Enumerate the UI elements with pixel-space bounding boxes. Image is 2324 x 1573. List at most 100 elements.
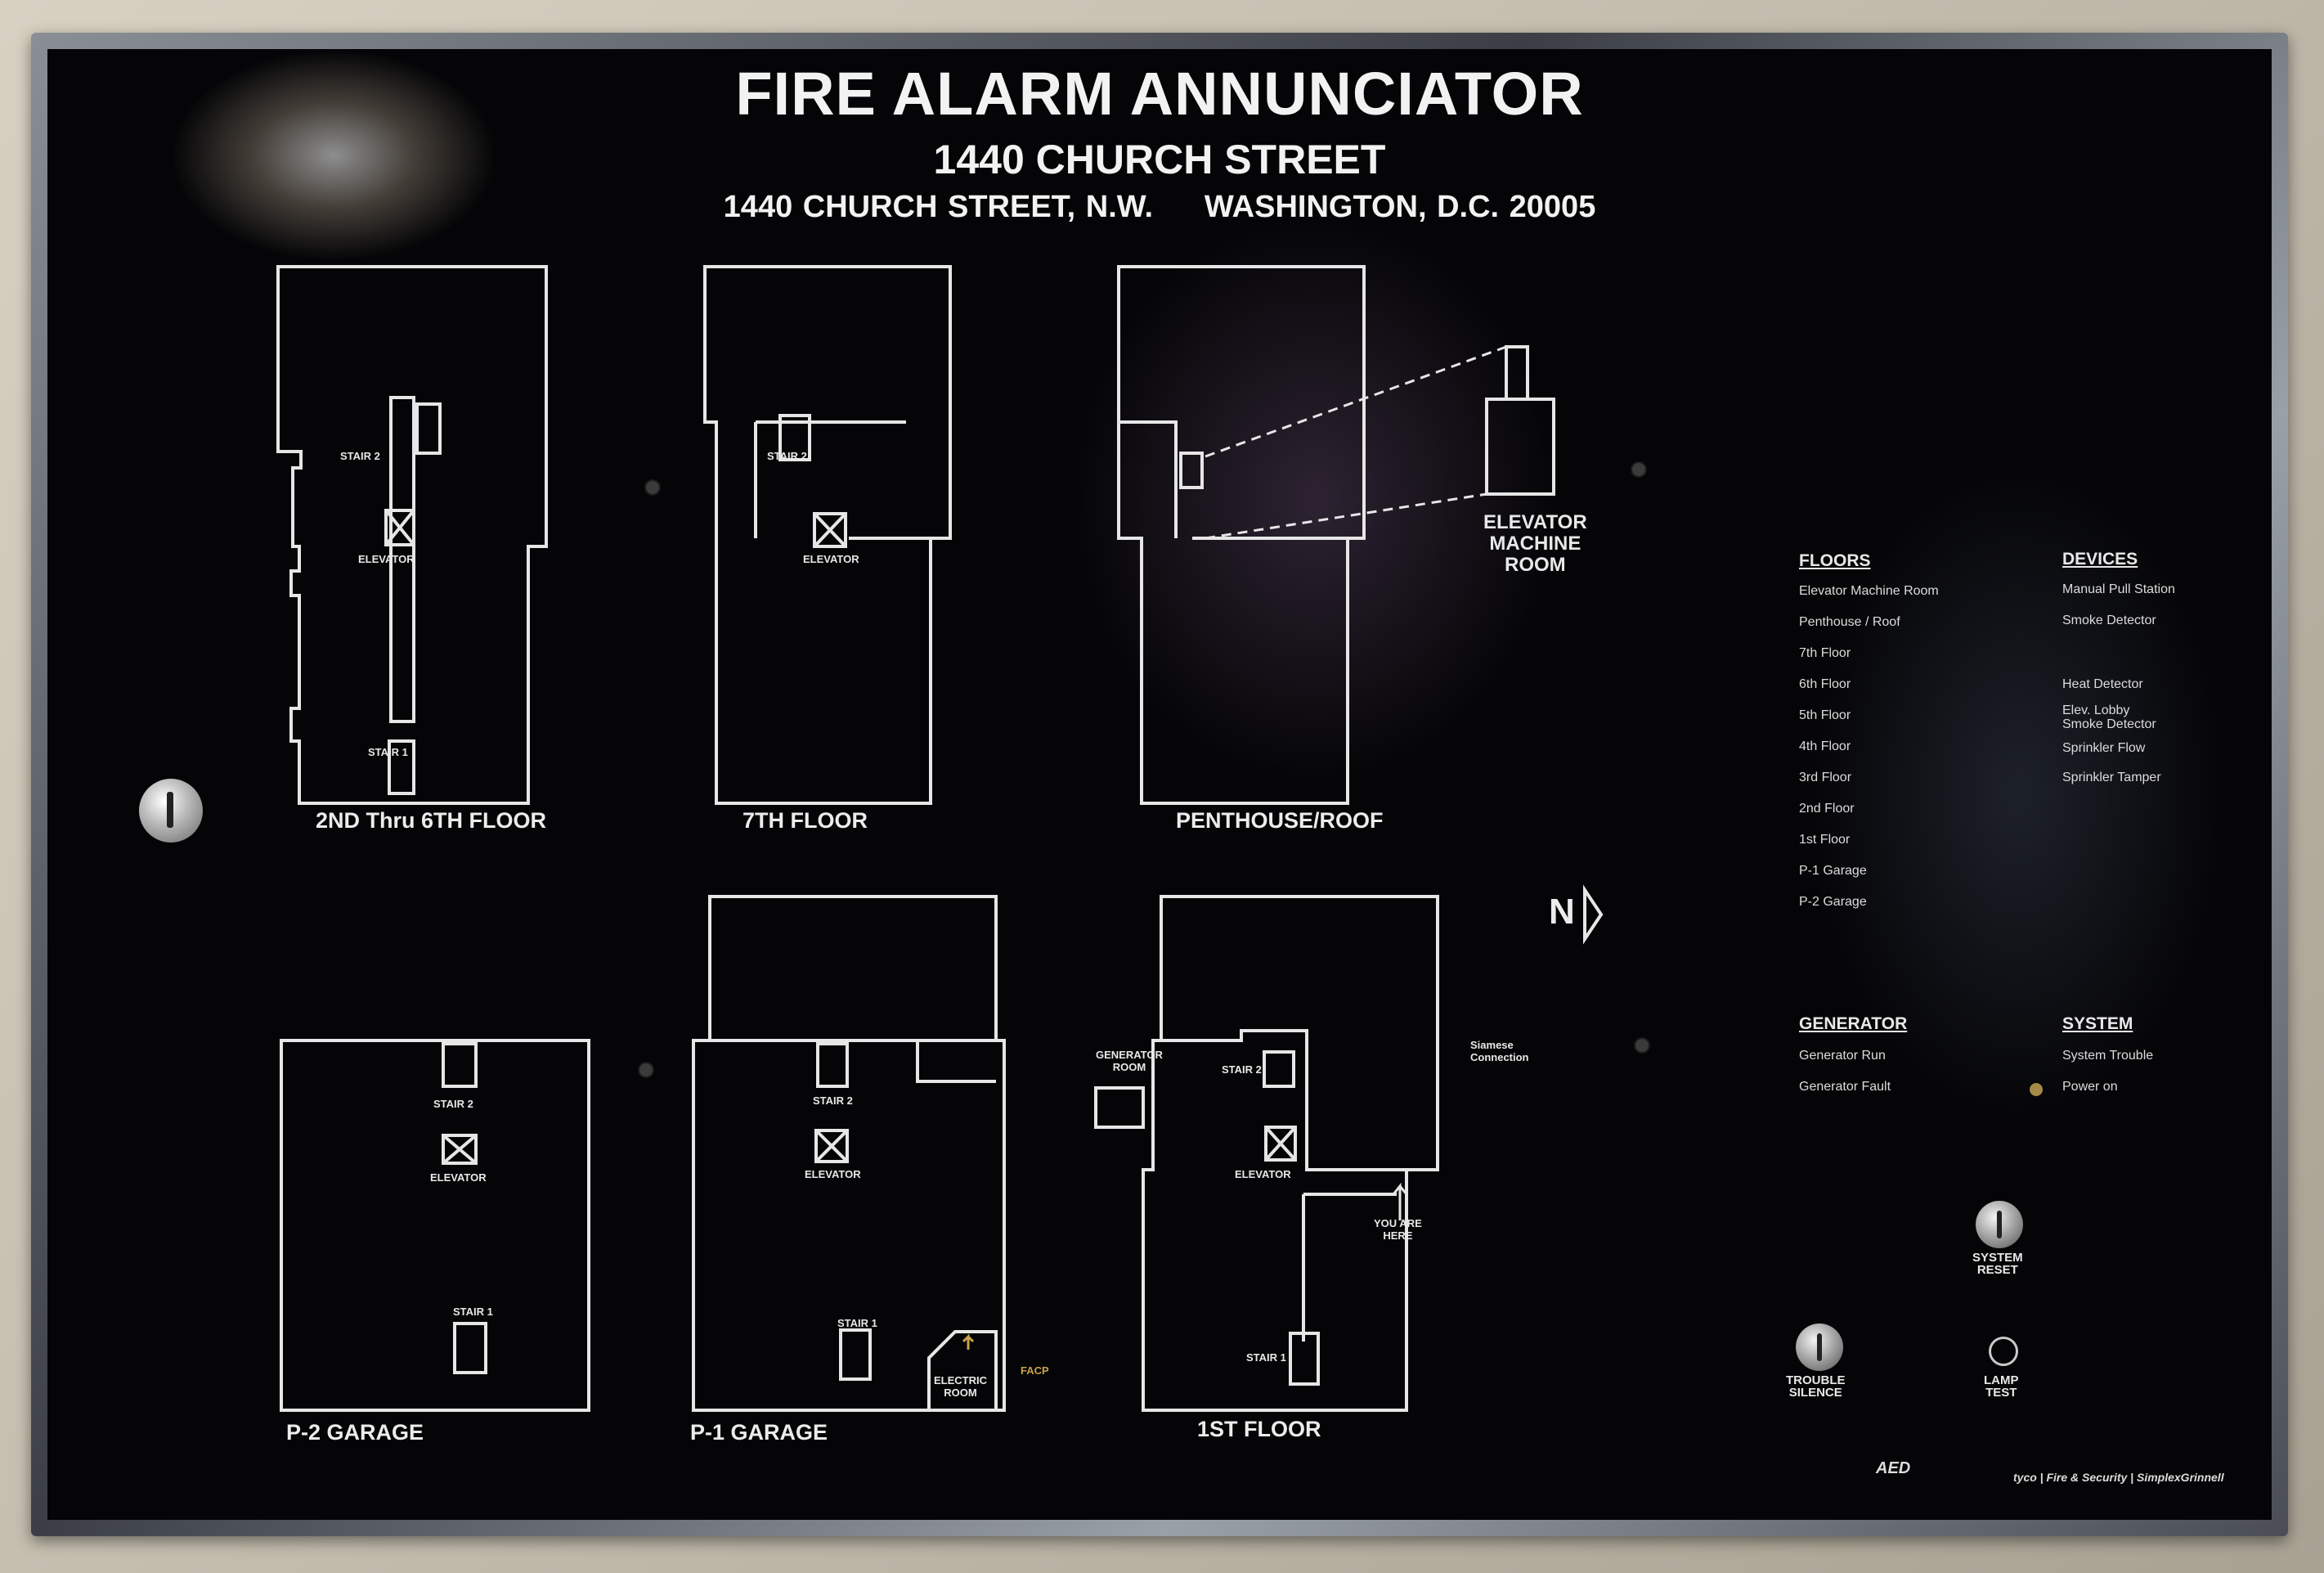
- stair-label: STAIR 2: [1222, 1063, 1262, 1076]
- stair-label: STAIR 2: [340, 450, 380, 462]
- stair-label: STAIR 1: [453, 1306, 493, 1318]
- elevator-label: ELEVATOR: [358, 553, 415, 565]
- stair-box: [778, 414, 811, 461]
- legend-generator-item: Generator Run: [1799, 1049, 1886, 1063]
- elevator-machine-room-label: ELEVATOR MACHINE ROOM: [1483, 511, 1587, 576]
- stair-label: STAIR 2: [813, 1094, 853, 1107]
- elevator-label: ELEVATOR: [1235, 1168, 1291, 1180]
- floor-plan-penthouse-outline: [1117, 265, 1366, 805]
- legend-floor-item: P-1 Garage: [1799, 864, 1867, 878]
- system-reset-keyswitch[interactable]: [1976, 1201, 2023, 1248]
- elevator-label: ELEVATOR: [803, 553, 859, 565]
- tyco-simplexgrinnell-logo: tyco | Fire & Security | SimplexGrinnell: [2013, 1471, 2224, 1484]
- plan-title-p1: P-1 GARAGE: [690, 1420, 828, 1445]
- elevator-label: ELEVATOR: [430, 1171, 487, 1184]
- elevator-x: [384, 509, 1297, 1165]
- interior-wall: [754, 420, 931, 540]
- legend-floor-item: 3rd Floor: [1799, 771, 1852, 784]
- legend-system-header: SYSTEM: [2062, 1014, 2133, 1033]
- elevator-box: [813, 512, 847, 548]
- legend-generator-item: Generator Fault: [1799, 1080, 1891, 1094]
- panel-subtitle: 1440 CHURCH STREET: [933, 137, 1386, 182]
- mounting-screw: [1631, 461, 1647, 478]
- floor-plan-1-outline: [1142, 895, 1439, 1412]
- stair-box: [442, 1042, 478, 1088]
- plan-title-1: 1ST FLOOR: [1197, 1417, 1321, 1441]
- facp-label: FACP: [1021, 1364, 1049, 1377]
- legend-device-item: Sprinkler Tamper: [2062, 771, 2161, 784]
- legend-device-item: Elev. Lobby Smoke Detector: [2062, 703, 2156, 731]
- legend-floor-item: 7th Floor: [1799, 646, 1851, 660]
- legend-floor-item: Elevator Machine Room: [1799, 584, 1939, 598]
- lamp-test-button[interactable]: [1989, 1337, 2018, 1366]
- mounting-screw: [644, 479, 661, 496]
- legend-device-item: Manual Pull Station: [2062, 582, 2175, 596]
- stair-box: [388, 739, 415, 795]
- stair-label: STAIR 1: [837, 1317, 877, 1329]
- legend-device-item: Smoke Detector: [2062, 613, 2156, 627]
- door-lock[interactable]: [139, 779, 203, 843]
- legend-floor-item: 6th Floor: [1799, 677, 1851, 691]
- interior-wall: [710, 1039, 996, 1083]
- generator-room-outline: [1094, 1086, 1145, 1129]
- stair-box: [1289, 1332, 1320, 1386]
- legend-floor-item: 4th Floor: [1799, 739, 1851, 753]
- legend-floor-item: 1st Floor: [1799, 833, 1851, 847]
- plan-title-7: 7TH FLOOR: [743, 808, 868, 833]
- light-glare: [170, 49, 497, 262]
- elevator-box: [442, 1134, 478, 1165]
- mounting-screw: [638, 1062, 654, 1078]
- stair-label: STAIR 2: [433, 1098, 473, 1110]
- floor-plan-p1-outline: [692, 895, 1006, 1412]
- legend-devices-header: DEVICES: [2062, 550, 2138, 569]
- trouble-silence-keyswitch[interactable]: [1796, 1324, 1843, 1371]
- floor-plans: [276, 265, 1604, 1412]
- legend-system-item: Power on: [2062, 1080, 2118, 1094]
- stair-box: [816, 1042, 849, 1088]
- plan-title-penthouse: PENTHOUSE/ROOF: [1176, 808, 1384, 833]
- reflection-glare: [1806, 458, 2231, 1129]
- panel-title: FIRE ALARM ANNUNCIATOR: [735, 60, 1584, 128]
- legend-floor-item: P-2 Garage: [1799, 895, 1867, 909]
- panel-address: 1440 CHURCH STREET, N.W. WASHINGTON, D.C…: [723, 190, 1596, 224]
- elevator-box: [384, 509, 415, 546]
- annunciator-panel: FIRE ALARM ANNUNCIATOR 1440 CHURCH STREE…: [47, 49, 2272, 1520]
- stair-box: [1179, 452, 1204, 489]
- electric-room-outline: [927, 1330, 998, 1412]
- floor-plan-7-outline: [703, 265, 952, 805]
- stair-box: [839, 1328, 872, 1381]
- stair-label: STAIR 1: [368, 746, 408, 758]
- elevator-box: [1264, 1126, 1297, 1162]
- legend-floor-item: 2nd Floor: [1799, 802, 1855, 816]
- north-indicator: N: [1549, 892, 1575, 932]
- you-are-here-arrow-icon: [1392, 1182, 1408, 1220]
- machine-room-stair: [1505, 345, 1529, 401]
- legend-floor-item: 5th Floor: [1799, 708, 1851, 722]
- elevator-label: ELEVATOR: [805, 1168, 861, 1180]
- plan-title-p2: P-2 GARAGE: [286, 1420, 424, 1445]
- mounting-screw: [1634, 1037, 1650, 1054]
- stair-box: [453, 1322, 487, 1374]
- leader-line: [1205, 345, 1507, 540]
- power-on-led: [2030, 1083, 2043, 1096]
- interior-wall: [1161, 1029, 1438, 1342]
- floor-plan-p2-outline: [280, 1039, 590, 1412]
- legend-system-item: System Trouble: [2062, 1049, 2154, 1063]
- floor-plan-2-6-outline: [276, 265, 548, 805]
- stair-box: [1263, 1050, 1295, 1088]
- machine-room-outline: [1485, 398, 1555, 496]
- legend-floor-item: Penthouse / Roof: [1799, 615, 1900, 629]
- aed-logo: AED: [1876, 1459, 1911, 1477]
- stair-label: STAIR 2: [767, 450, 807, 462]
- plan-title-2-6: 2ND Thru 6TH FLOOR: [316, 808, 546, 833]
- legend-generator-header: GENERATOR: [1799, 1014, 1908, 1033]
- north-arrow-icon: [1583, 884, 1604, 945]
- reflection-glare: [1070, 213, 1560, 785]
